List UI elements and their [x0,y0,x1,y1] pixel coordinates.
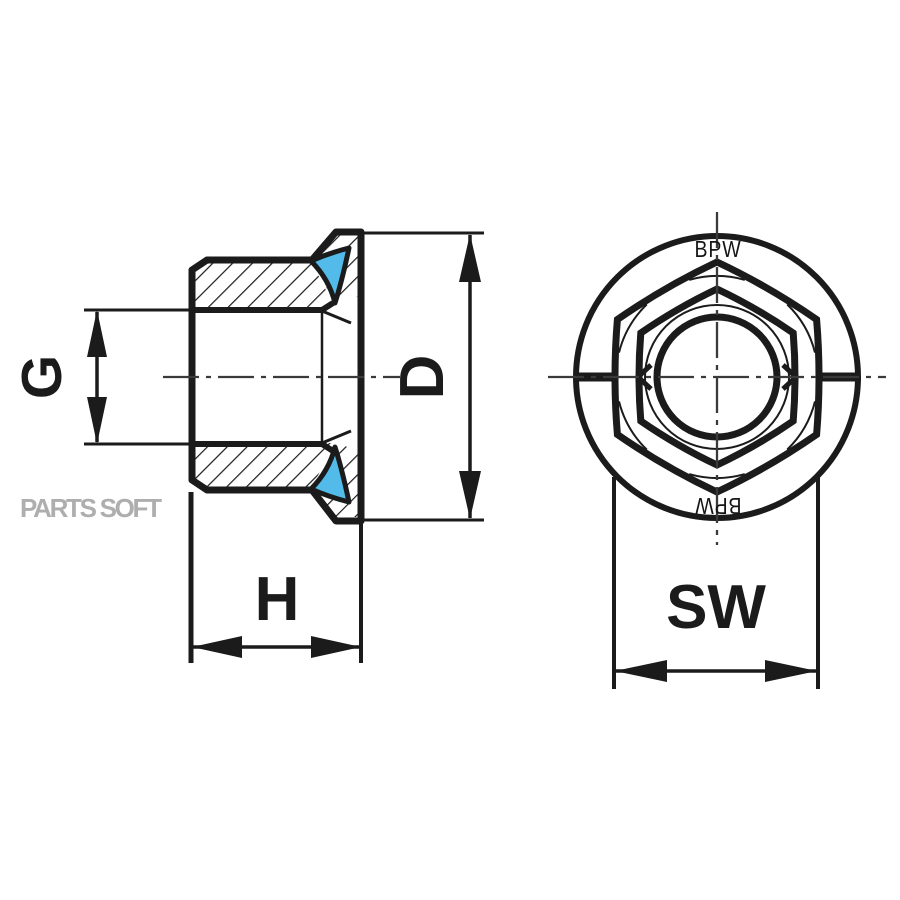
dimension-SW: SW [612,477,820,689]
hatch-bottom-band [194,443,332,487]
watermark-text: PARTS SOFT [20,493,164,523]
sw-label: SW [666,573,766,642]
brand-mark-bottom: BPW [695,493,742,519]
bore-top-edge [194,300,335,313]
g-label: G [10,355,74,399]
brand-mark-top: BPW [695,236,742,262]
g-arrow-down [87,397,107,444]
d-label: D [388,355,457,400]
hex-body-outline [611,258,823,496]
d-arrow-down [459,471,481,519]
washer-seat-bottom [321,429,352,445]
bore-bottom-edge [194,441,335,454]
h-arrow-right [311,636,361,658]
front-view: BPW BPW [548,212,886,545]
hatch-top-band [194,263,332,307]
dimension-H: H [188,492,363,663]
washer-notch-bottom [308,444,352,505]
side-section-view [163,228,400,525]
dimension-G: G [10,308,197,446]
washer-seat-top [321,309,352,325]
sw-arrow-left [615,660,667,682]
washer-notch-top [308,245,352,306]
dimension-D: D [362,231,484,522]
h-label: H [255,565,300,634]
h-arrow-left [192,636,242,658]
d-arrow-up [459,234,481,282]
g-arrow-up [87,310,107,357]
sw-arrow-right [765,660,817,682]
